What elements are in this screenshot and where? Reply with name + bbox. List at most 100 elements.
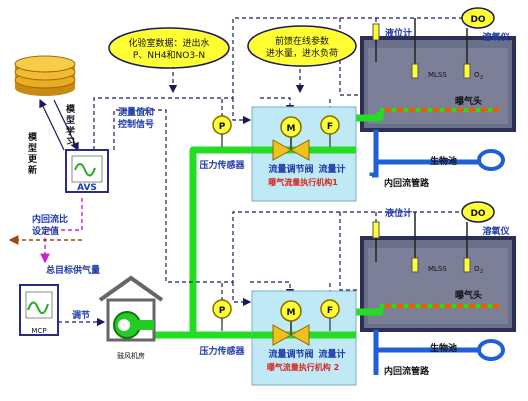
do-meter-text-1: 溶氧仪 [482,31,510,43]
aerator-head [408,107,416,113]
model-learning-char: 模 [66,103,76,115]
motor-2: M [280,300,302,322]
database-icon [14,55,76,96]
aerator-head [384,303,392,309]
flow-valve-text-2: 流量调节阀 [268,348,313,360]
aerator-head [444,303,452,309]
aerator-head [432,107,440,113]
model-update-char: 模 [28,131,38,143]
pressure-sensor-text-2: 压力传感器 [199,345,245,357]
aerator-head [456,303,464,309]
total-air-text: 总目标供气量 [46,264,100,276]
actuator-text-2: 曝气流量执行机构 2 [267,362,339,372]
aerator-head [432,303,440,309]
aerator-head [384,107,392,113]
measure-control-text-2: 控制信号 [118,118,154,130]
flow-symbol-1: F [327,122,333,132]
flow-meter-1: F [320,115,340,147]
motor-symbol-1: M [287,124,296,134]
o2-sub-1: 2 [480,75,483,81]
aerator-head [492,107,500,113]
pressure-symbol-1: P [219,122,226,132]
flow-symbol-2: F [327,306,333,316]
o2-text-1: O [474,71,480,79]
model-learning-char: 型 [66,114,75,126]
pressure-sensor-1: P [212,115,232,147]
avs-controller [65,149,109,193]
model-update-char: 新 [28,164,37,176]
flow-meter-text-1: 流量计 [318,163,345,175]
aerator-text-1: 曝气头 [455,95,482,107]
flow-valve-text-1: 流量调节阀 [268,163,313,175]
bio-tank-2 [360,236,516,332]
aerator-head [396,303,404,309]
level-meter-1 [372,23,380,62]
bio-tank-text-2: 生物池 [430,342,457,354]
aerator-head [480,303,488,309]
o2-probe-2 [463,222,471,273]
aerator-head [468,107,476,113]
aerator-heads [384,107,500,309]
level-meter-2 [372,221,380,262]
aerator-head [408,303,416,309]
mlss-probe-1 [411,18,419,79]
internal-ratio-text-2: 设定值 [32,225,59,237]
o2-sub-2: 2 [480,269,483,275]
aerator-head [468,303,476,309]
aerator-head [396,107,404,113]
feedforward-text-2: 进水量，进水负荷 [266,47,338,59]
do-meter-2: DO [461,201,495,223]
do-label-2: DO [470,209,485,219]
model-learning-char: 习 [66,137,75,148]
feedforward-text-1: 前馈在线参数 [275,35,329,47]
do-meter-text-2: 溶氧仪 [482,225,510,237]
pressure-sensor-text-1: 压力传感器 [199,159,245,171]
aerator-text-2: 曝气头 [455,289,482,301]
model-update-char: 更 [28,154,38,165]
internal-return-pipe-1 [369,130,480,178]
do-label-1: DO [470,15,485,25]
mlss-text-1: MLSS [428,71,447,79]
do-meter-1: DO [461,7,495,29]
flow-valve-2 [272,320,310,346]
internal-return-pipe-2 [373,330,480,375]
flow-valve-1 [272,135,310,161]
pressure-symbol-2: P [219,306,226,316]
mcp-controller [19,284,59,336]
flow-meter-text-2: 流量计 [318,348,345,360]
internal-pipe-text-2: 内回流管路 [384,365,430,377]
model-learning-char: 学 [66,125,75,137]
avs-label: AVS [77,183,97,193]
mlss-probe-2 [411,212,419,273]
flow-meter-2: F [320,299,340,331]
level-meter-text-1: 液位计 [385,27,412,39]
internal-ratio-text-1: 内回流比 [32,213,68,225]
aerator-head [456,107,464,113]
adjust-text: 调节 [72,309,90,321]
blower-house [98,275,164,342]
lab-data-text-2: P、NH4和NO3-N [133,50,205,61]
pump-1 [477,149,505,171]
motor-symbol-2: M [287,308,296,318]
bio-tank-text-1: 生物池 [430,155,457,167]
model-arrows [39,98,79,152]
lab-data-text-1: 化验室数据：进出水 [128,37,209,49]
o2-text-2: O [474,265,480,273]
o2-probe-1 [463,28,471,79]
internal-pipe-text-1: 内回流管路 [384,177,430,189]
level-meter-text-2: 液位计 [385,207,412,219]
aerator-head [444,107,452,113]
mcp-label: MCP [31,327,46,335]
magenta-signals [40,198,83,264]
mlss-text-2: MLSS [428,265,447,273]
lab-data-bubble [108,27,230,69]
blower-room-text: 鼓风机房 [117,351,145,360]
aerator-head [480,107,488,113]
measure-control-text-1: 测量值和 [118,106,154,118]
aerator-head [420,303,428,309]
pump-2 [477,339,505,361]
actuator-text-1: 曝气流量执行机构1 [268,177,338,187]
